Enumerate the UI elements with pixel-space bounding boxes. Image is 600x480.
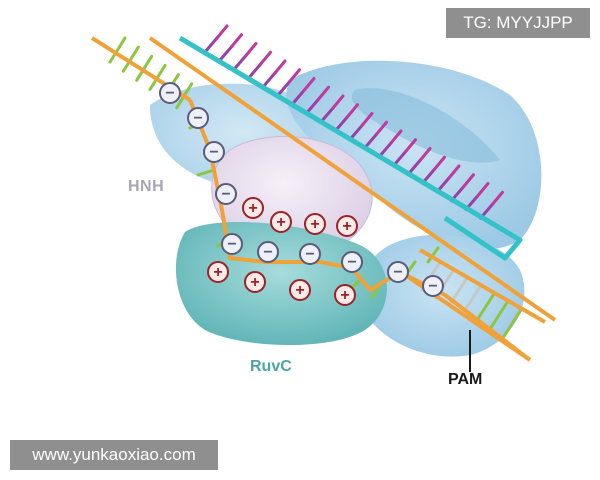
hybrid-rung-purple bbox=[319, 106, 335, 124]
hybrid-rung-purple bbox=[232, 54, 248, 71]
svg-text:+: + bbox=[342, 218, 351, 235]
svg-text:+: + bbox=[213, 264, 222, 281]
positive-charge-icon: + bbox=[244, 271, 266, 293]
negative-charge-icon: − bbox=[341, 251, 363, 273]
hybrid-rung-magenta bbox=[331, 94, 345, 110]
negative-charge-icon: − bbox=[422, 275, 444, 297]
svg-text:−: − bbox=[209, 144, 218, 161]
svg-text:−: − bbox=[221, 186, 230, 203]
negative-charge-icon: − bbox=[299, 243, 321, 265]
hybrid-rung-magenta bbox=[273, 59, 287, 75]
hybrid-rung-purple bbox=[348, 124, 364, 141]
negative-charge-icon: − bbox=[221, 233, 243, 255]
negative-charge-icon: − bbox=[387, 261, 409, 283]
hybrid-rung-magenta bbox=[375, 120, 388, 136]
hybrid-rung-magenta bbox=[288, 68, 301, 84]
hybrid-rung-magenta bbox=[230, 33, 243, 49]
hybrid-rung-magenta bbox=[433, 155, 446, 171]
blue-inner-shadow bbox=[351, 88, 500, 163]
displaced-rung bbox=[370, 283, 382, 300]
base-pair-rung bbox=[108, 36, 127, 64]
dna-backbone-pam-lower bbox=[419, 248, 546, 324]
hybrid-rung-magenta bbox=[418, 147, 432, 162]
dna-backbone-pam-bottom bbox=[393, 266, 532, 362]
hybrid-rung-magenta bbox=[317, 85, 330, 101]
negative-charge-icon: − bbox=[159, 82, 181, 104]
hybrid-rung-purple bbox=[261, 71, 277, 89]
hybrid-rung-magenta bbox=[491, 190, 504, 206]
positive-charge-icon: + bbox=[242, 197, 264, 219]
hybrid-rung-purple bbox=[276, 80, 291, 98]
svg-text:−: − bbox=[193, 110, 202, 127]
hybrid-rung-purple bbox=[247, 62, 262, 80]
svg-text:+: + bbox=[310, 216, 319, 233]
hybrid-rungs bbox=[188, 24, 504, 300]
watermark-top: TG: MYYJJPP bbox=[446, 8, 590, 38]
svg-text:−: − bbox=[347, 254, 356, 271]
positive-charge-icon: + bbox=[304, 213, 326, 235]
svg-text:−: − bbox=[305, 246, 314, 263]
base-pair-rung bbox=[121, 45, 140, 73]
pam-rung bbox=[501, 307, 523, 339]
svg-text:+: + bbox=[340, 287, 349, 304]
hnh-label: HNH bbox=[128, 178, 165, 195]
svg-text:−: − bbox=[393, 264, 402, 281]
hybrid-rung-purple bbox=[203, 36, 219, 54]
pam-rung bbox=[488, 299, 510, 331]
displaced-rung bbox=[196, 168, 216, 177]
svg-text:−: − bbox=[227, 236, 236, 253]
hybrid-rung-magenta bbox=[447, 164, 461, 180]
svg-text:+: + bbox=[248, 200, 257, 217]
hybrid-rung-purple bbox=[218, 45, 233, 63]
hybrid-rung-purple bbox=[305, 97, 320, 115]
hybrid-rung-magenta bbox=[259, 50, 272, 66]
hybrid-rung-magenta bbox=[360, 112, 374, 127]
rec-lobe-upper-right bbox=[286, 60, 542, 250]
hybrid-rung-magenta bbox=[462, 173, 475, 189]
hybrid-rung-magenta bbox=[346, 103, 359, 119]
svg-text:−: − bbox=[263, 244, 272, 261]
svg-text:+: + bbox=[250, 274, 259, 291]
positive-charge-icon: + bbox=[270, 211, 292, 233]
hybrid-rung-magenta bbox=[389, 129, 403, 145]
hybrid-rung-magenta bbox=[244, 42, 258, 57]
svg-text:+: + bbox=[276, 214, 285, 231]
positive-charge-icon: + bbox=[207, 261, 229, 283]
hybrid-rung-magenta bbox=[215, 24, 229, 40]
svg-text:−: − bbox=[428, 278, 437, 295]
pam-label: PAM bbox=[448, 371, 483, 388]
displaced-rung bbox=[426, 246, 440, 264]
hybrid-rung-magenta bbox=[476, 182, 490, 197]
base-pair-rung bbox=[135, 54, 154, 82]
negative-charge-icon: − bbox=[187, 107, 209, 129]
svg-text:−: − bbox=[165, 85, 174, 102]
dna-backbone-upper bbox=[148, 36, 557, 322]
positive-charge-icon: + bbox=[289, 279, 311, 301]
ruvc-label: RuvC bbox=[250, 358, 292, 375]
positive-charge-icon: + bbox=[336, 215, 358, 237]
guide-rna-strand bbox=[178, 35, 523, 261]
watermark-bottom: www.yunkaoxiao.com bbox=[10, 440, 218, 470]
hybrid-rung-purple bbox=[334, 115, 349, 133]
negative-charge-icon: − bbox=[257, 241, 279, 263]
negative-charge-icon: − bbox=[215, 183, 237, 205]
negative-charge-icon: − bbox=[203, 141, 225, 163]
charge-markers: −−−−−−−−−−++++++++ bbox=[159, 82, 444, 306]
hybrid-rung-purple bbox=[290, 89, 306, 106]
positive-charge-icon: + bbox=[334, 284, 356, 306]
pam-rung bbox=[474, 291, 496, 323]
hybrid-rung-magenta bbox=[404, 138, 417, 154]
svg-text:+: + bbox=[295, 282, 304, 299]
hybrid-rung-magenta bbox=[302, 77, 316, 92]
